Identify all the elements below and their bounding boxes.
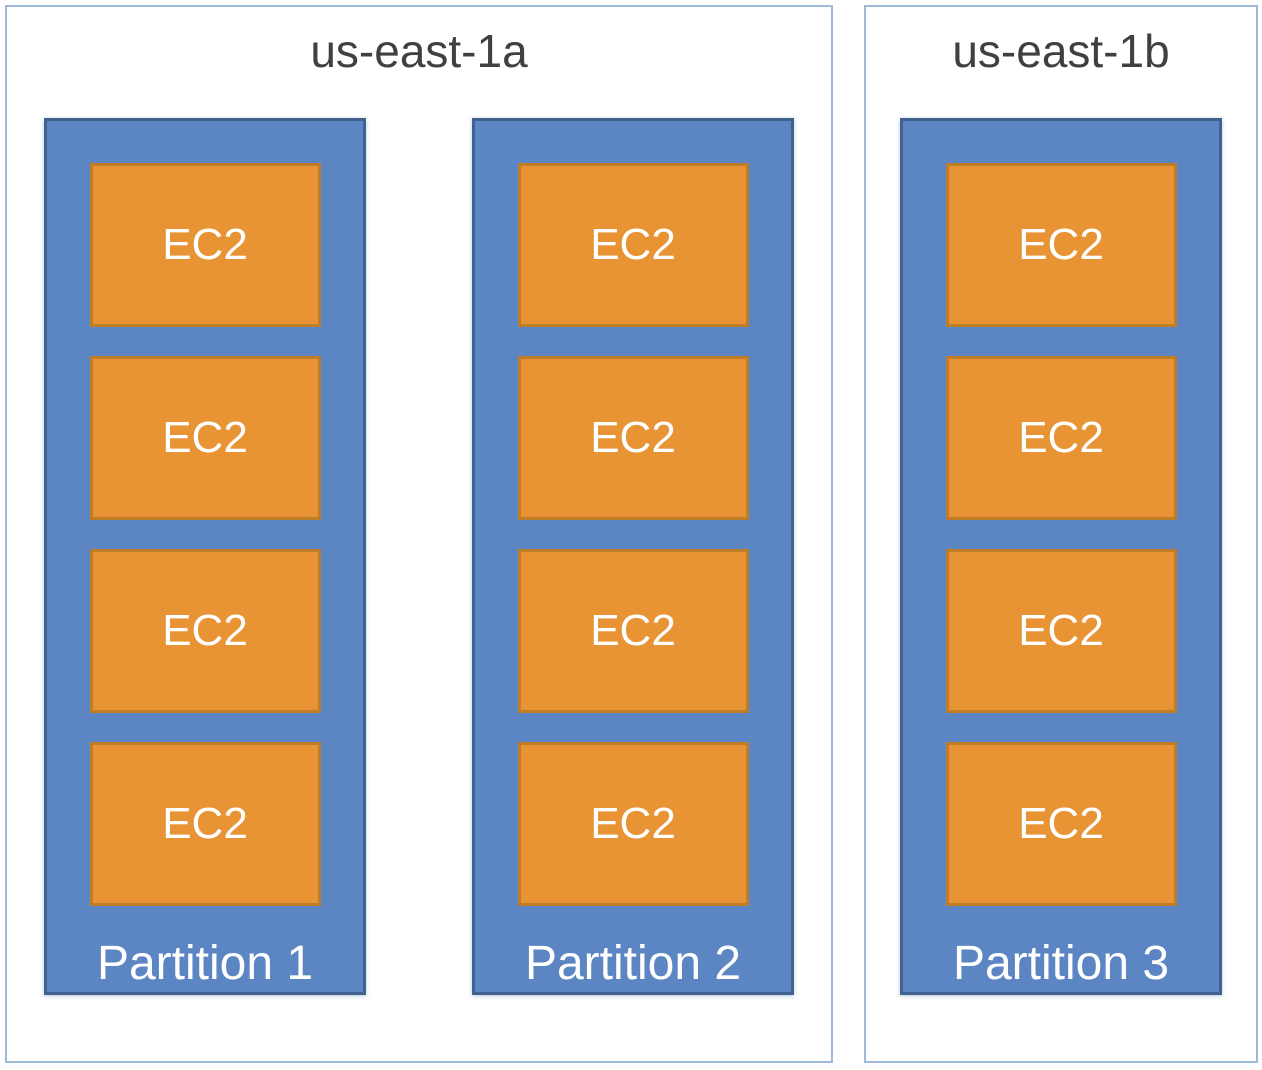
partition-label: Partition 1 [96,937,314,990]
ec2-instance: EC2 [89,742,321,906]
ec2-label: EC2 [1018,220,1104,269]
ec2-instance: EC2 [89,549,321,713]
ec2-instance: EC2 [945,163,1177,327]
ec2-instance: EC2 [945,742,1177,906]
ec2-instance: EC2 [945,549,1177,713]
ec2-label: EC2 [590,606,676,655]
ec2-instance: EC2 [517,549,749,713]
ec2-label: EC2 [1018,606,1104,655]
availability-zone-us-east-1a: us-east-1a EC2 EC2 EC2 EC2 Partition 1 [5,5,833,1063]
ec2-label: EC2 [590,799,676,848]
zone-label: us-east-1b [952,25,1170,77]
ec2-instance: EC2 [89,356,321,520]
partition-column-1: EC2 EC2 EC2 EC2 Partition 1 [44,118,366,995]
ec2-instance: EC2 [89,163,321,327]
partition-column-2: EC2 EC2 EC2 EC2 Partition 2 [472,118,794,995]
ec2-label: EC2 [162,220,248,269]
ec2-label: EC2 [1018,799,1104,848]
ec2-instance: EC2 [517,356,749,520]
ec2-instance: EC2 [517,742,749,906]
ec2-label: EC2 [1018,413,1104,462]
ec2-label: EC2 [162,799,248,848]
ec2-instance: EC2 [517,163,749,327]
ec2-label: EC2 [162,606,248,655]
ec2-label: EC2 [162,413,248,462]
partitions-row: EC2 EC2 EC2 EC2 Partition 1 EC2 EC2 [7,118,831,995]
zone-label: us-east-1a [310,25,528,77]
ec2-label: EC2 [590,413,676,462]
availability-zone-us-east-1b: us-east-1b EC2 EC2 EC2 EC2 Partition 3 [864,5,1258,1063]
partitions-row: EC2 EC2 EC2 EC2 Partition 3 [866,118,1256,995]
partition-label: Partition 2 [524,937,742,990]
ec2-label: EC2 [590,220,676,269]
partition-column-3: EC2 EC2 EC2 EC2 Partition 3 [900,118,1222,995]
partition-label: Partition 3 [952,937,1170,990]
ec2-instance: EC2 [945,356,1177,520]
